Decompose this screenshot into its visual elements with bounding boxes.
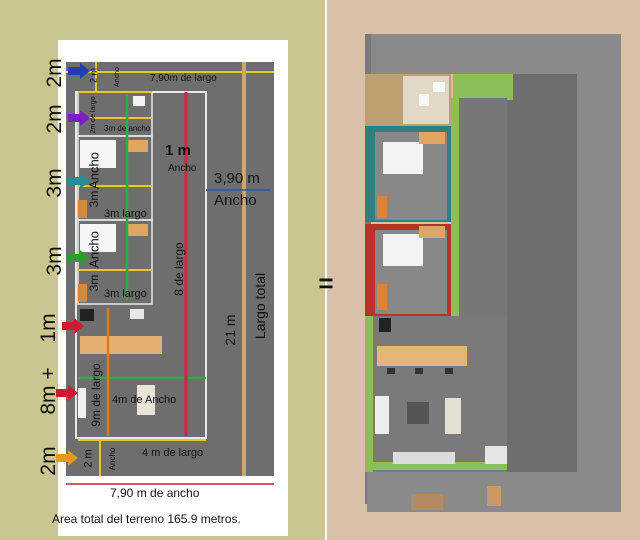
dim-21m: 21 m [222,314,238,346]
bed1-plan [80,140,116,168]
kitchen-counter-plan [80,336,162,354]
window-bottom [393,452,455,464]
wardrobe-teal [377,196,387,218]
bench-bottom-right [485,446,507,464]
nightstand1-plan [126,140,148,152]
panel-divider [325,0,327,540]
coffee-table-3d [407,402,429,424]
sofa-right-3d [445,398,461,434]
dim-4m-ancho: 4m de Ancho [112,394,177,406]
dim-3m-largo-room2: 3m largo [104,288,147,300]
dim-ancho-small: Ancho [114,67,121,87]
dim-top-length: 7,90m de largo [150,73,217,84]
door-bottom-left [411,494,443,510]
wardrobe2-plan [78,284,87,302]
right-lane [507,74,577,472]
sofa2-plan [78,388,86,418]
nightstand2-plan [126,224,148,236]
bed-teal [383,142,423,174]
sink-plan [130,309,144,319]
arrow-label-3m-first: 3m [43,168,66,198]
dim-ancho-room1: Ancho [86,152,102,189]
bed2-plan [80,224,116,252]
dim-2m-largo: 2m de largo [90,96,97,134]
sofa1-plan [137,385,155,415]
arrow-purple-icon [68,110,90,126]
arrow-teal-icon [68,173,90,189]
stove-plan [80,309,94,321]
arrow-blue-icon [68,63,90,79]
stool-3 [445,368,453,374]
arrow-label-2m-top: 2m [43,58,66,88]
dim-3m-room1: 3m [87,190,101,208]
dim-1m-ancho: Ancho [168,163,197,174]
wall-right [577,34,621,504]
stool-1 [387,368,395,374]
arrow-red1-icon [62,318,84,334]
green-wall-bottom [365,462,507,470]
arrow-label-1m: 1m [37,313,60,343]
open-area [371,316,507,472]
green-wall-left [365,316,373,472]
stool-2 [415,368,423,374]
toilet-3d [419,94,429,106]
dim-3m-room2: 3m [87,274,101,292]
sofa-left-3d [375,396,389,434]
dim-3m-largo-room1: 3m largo [104,208,147,220]
sink-3d [433,82,445,92]
door-bottom-right [487,486,501,506]
bed-red [383,234,423,266]
arrow-label-3m-second: 3m [43,246,66,276]
wardrobe-red [377,284,387,310]
wardrobe1-plan [78,200,87,218]
arrow-red2-icon [56,385,78,401]
arrow-label-2m-bottom: 2m [37,446,60,476]
desk-teal [419,132,445,144]
arrow-label-8m-plus: 8m + [37,367,60,415]
arrow-label-2m-second: 2m [43,104,66,134]
dim-2m-small: 2 m [88,68,99,84]
dim-390: 3,90 m [214,170,260,187]
equals-sign: = [318,268,334,298]
dim-8m-largo: 8 de largo [172,242,186,296]
dim-4m-largo: 4 m de largo [142,447,204,459]
stove-3d [379,318,391,332]
dim-bottom-width: 7,90 m de ancho [110,486,200,500]
dim-largo-total: Largo total [252,272,268,340]
floor-plan-2d [66,62,274,485]
dim-9m-largo: 9m de largo [89,363,103,427]
arrow-orange-icon [56,450,78,466]
area-caption: Area total del terreno 165.9 metros. [52,512,241,526]
arrow-layer [56,63,90,466]
dim-2m-bottom: 2 m [82,449,95,468]
dim-1m: 1 m [165,142,191,159]
dim-ancho-bottom: Ancho [108,447,117,471]
toilet-plan [133,96,145,106]
dim-390-ancho: Ancho [214,192,257,209]
arrow-green-icon [68,250,90,266]
green-wall-right [451,98,459,328]
desk-red [419,226,445,238]
green-wall-top [453,74,513,100]
kitchen-counter-3d [377,346,467,366]
dim-3m-ancho: 3m de ancho [104,124,151,133]
dim-ancho-room2: Ancho [86,231,102,268]
floor-plan-3d-render [365,34,621,512]
